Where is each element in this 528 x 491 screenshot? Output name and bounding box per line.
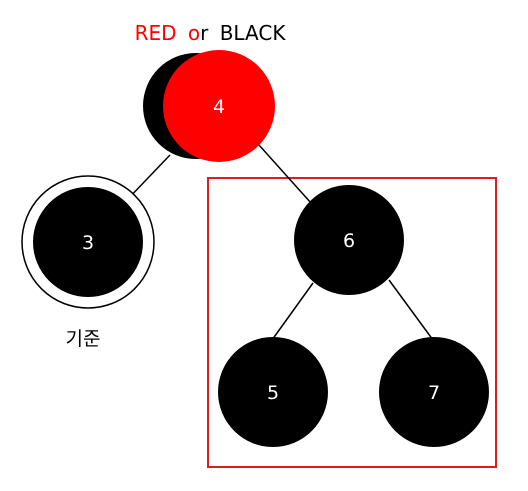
node-right-circle <box>294 185 404 295</box>
node-left: 3 <box>21 175 155 309</box>
node-root: 4 <box>143 50 275 162</box>
node-right-right: 7 <box>379 337 489 447</box>
node-root-red-circle <box>163 50 275 162</box>
edge-right-rightright <box>388 279 434 341</box>
title-or-o: o <box>188 21 200 45</box>
edge-right-rightleft <box>271 282 314 341</box>
node-right-right-circle <box>379 337 489 447</box>
node-right-left-circle <box>218 337 328 447</box>
node-right-right-label: 7 <box>428 382 440 404</box>
node-right-left: 5 <box>218 337 328 447</box>
title-or-r: r <box>200 21 209 45</box>
title-red-word: RED <box>135 21 177 45</box>
node-left-circle <box>33 187 143 297</box>
edge-root-right <box>258 144 312 204</box>
title-black-word: BLACK <box>220 21 287 45</box>
node-root-label: 4 <box>213 96 225 118</box>
node-left-label: 3 <box>82 232 94 254</box>
pivot-caption: 기준 <box>66 328 101 350</box>
root-color-title: RED or BLACK <box>135 21 287 45</box>
right-subtree-box <box>207 177 497 468</box>
node-right-label: 6 <box>343 230 355 252</box>
node-right-left-label: 5 <box>267 382 279 404</box>
node-right: 6 <box>294 185 404 295</box>
